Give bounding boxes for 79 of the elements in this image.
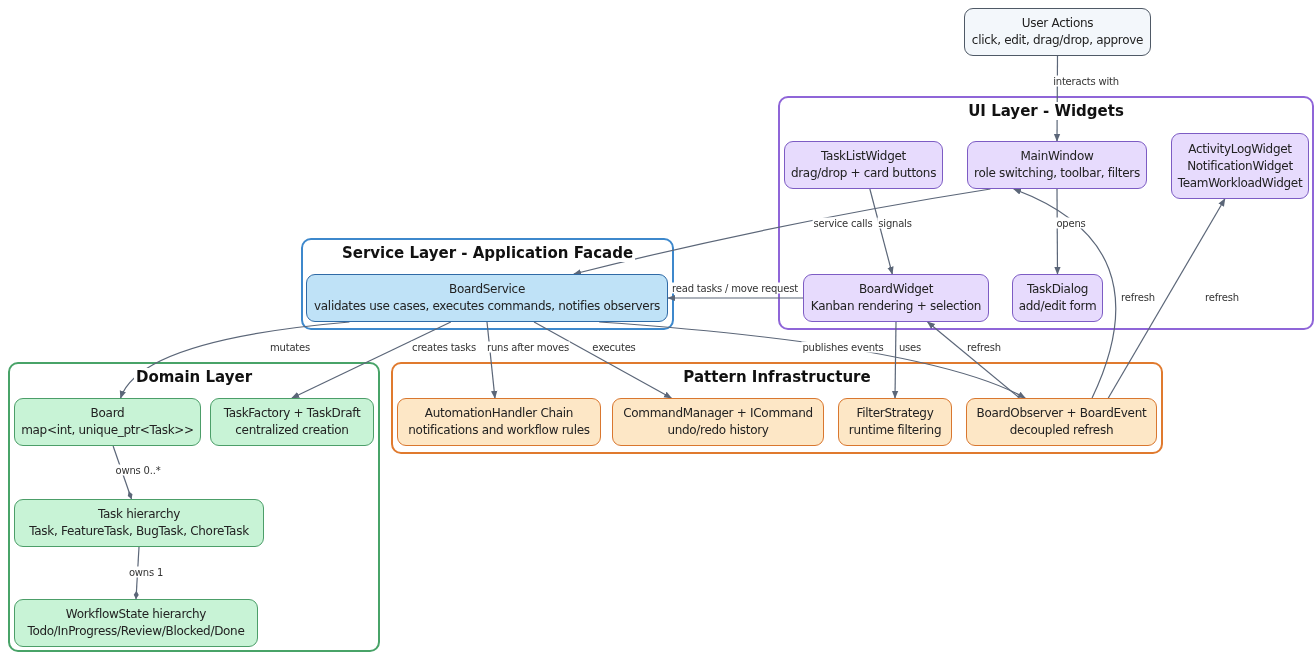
node-text: TeamWorkloadWidget [1177,174,1303,192]
edge-label: opens [1055,217,1087,229]
node-text: add/edit form [1018,298,1097,315]
component-box [14,499,264,547]
component-box [612,398,824,446]
node-text: Todo/InProgress/Review/Blocked/Done [27,623,245,640]
component-box [210,398,374,446]
component-box [966,398,1157,446]
node-text: click, edit, drag/drop, approve [971,32,1144,49]
component-box [967,141,1147,189]
group-title: Domain Layer [133,368,255,386]
edge-label: service calls [812,217,874,229]
arrow [927,321,1021,399]
component-box [14,398,201,446]
node-text: undo/redo history [667,422,769,439]
edge-label: refresh [1204,291,1240,303]
component-box [306,274,668,322]
node-text: TaskFactory + TaskDraft [223,405,361,422]
node-text: drag/drop + card buttons [790,165,937,182]
node-text: notifications and workflow rules [408,422,590,439]
arrow [1107,198,1226,399]
node-text: TaskListWidget [821,148,906,165]
layer-group [391,362,1163,454]
edge-label: creates tasks [411,341,477,353]
arrow [120,321,351,399]
node-text: map<int, unique_ptr<Task>> [21,422,194,439]
component-box [1012,274,1103,322]
node-text: centralized creation [235,422,349,439]
component-box [803,274,989,322]
node-text: BoardObserver + BoardEvent [976,405,1147,422]
node-text: TaskDialog [1026,281,1089,298]
group-title: UI Layer - Widgets [966,102,1126,120]
component-box [784,141,943,189]
arrow [486,321,498,399]
node-text: CommandManager + ICommand [623,405,813,422]
edge-label: runs after moves [486,341,570,353]
arrow [667,294,804,302]
arrow [533,321,673,399]
node-text: Board [90,405,125,422]
edge-label: mutates [269,341,311,353]
arrow [291,321,452,399]
node-text: WorkflowState hierarchy [65,606,207,623]
component-box [1171,133,1309,199]
arrow [869,188,894,275]
node-text: FilterStrategy [856,405,934,422]
node-text: Kanban rendering + selection [810,298,982,315]
layer-group [301,238,674,330]
edge-label: executes [591,341,637,353]
component-box [14,599,258,647]
edge-label: publishes events [801,341,885,353]
arrow [1054,188,1061,275]
node-text: BoardWidget [858,281,934,298]
edge-label: read tasks / move request [671,282,799,294]
edge-label: signals [877,217,913,229]
node-text: validates use cases, executes commands, notifies observers [314,298,660,315]
component-box [964,8,1151,56]
arrow [1053,55,1061,142]
node-text: User Actions [1021,15,1094,32]
node-text: runtime filtering [848,422,942,439]
component-box [397,398,601,446]
arrow [891,321,899,399]
node-text: AutomationHandler Chain [424,405,574,422]
component-box [838,398,952,446]
node-text: NotificationWidget [1187,157,1293,175]
arrow [1013,188,1117,399]
node-text: role switching, toolbar, filters [974,165,1140,182]
node-text: Task, FeatureTask, BugTask, ChoreTask [29,523,249,540]
edge-label: owns 1 [127,566,165,578]
node-text: ActivityLogWidget [1188,140,1292,158]
edge-label: refresh [1120,291,1156,303]
node-text: BoardService [449,281,525,298]
node-text: Task hierarchy [97,506,181,523]
edge-label: interacts with [1052,75,1120,87]
arrow [573,188,991,276]
layer-group [8,362,380,652]
edge-label: owns 0..* [114,464,162,476]
node-text: MainWindow [1020,148,1094,165]
edge-label: refresh [966,341,1002,353]
node-text: decoupled refresh [1009,422,1114,439]
